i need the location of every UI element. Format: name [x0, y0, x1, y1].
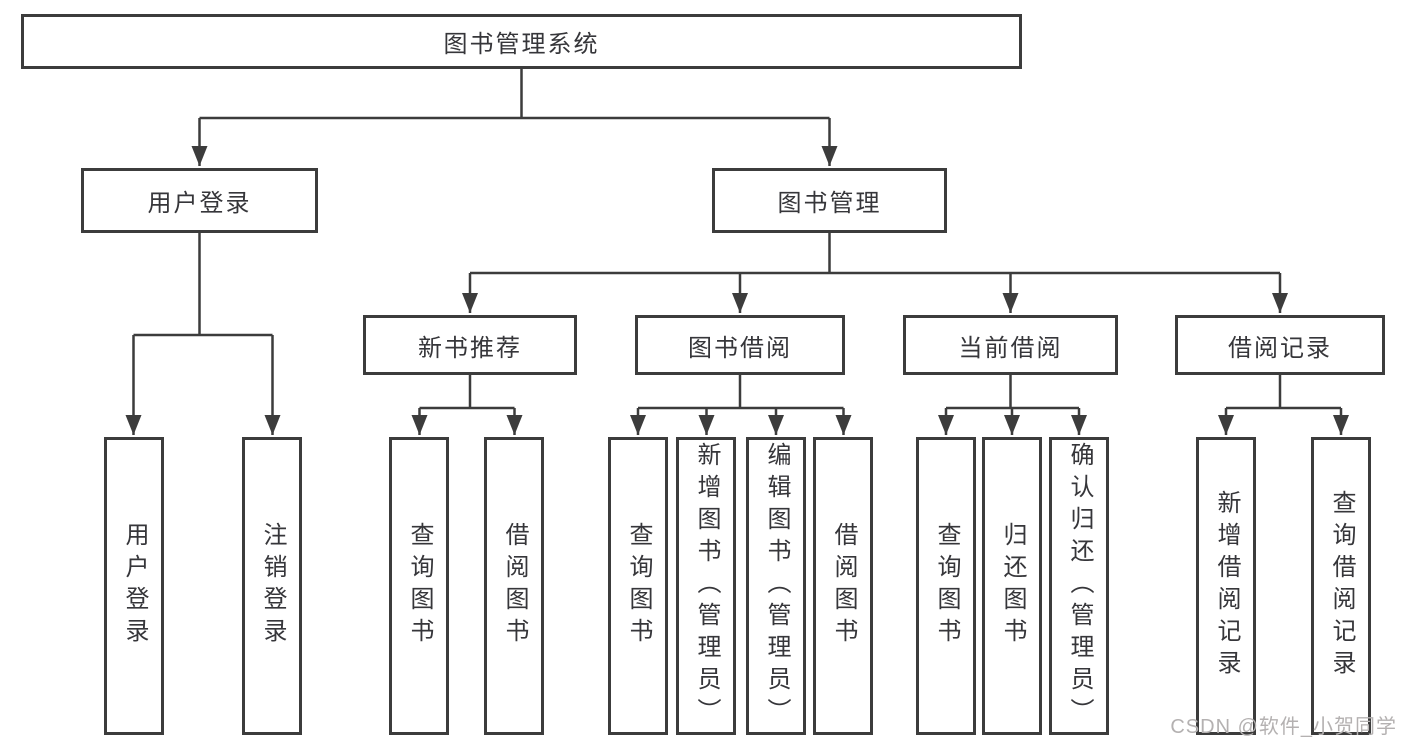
node-borrowing-records: 借阅记录 — [1175, 315, 1385, 375]
node-confirm-return-admin: 确认归还（管理员） — [1049, 437, 1109, 735]
node-library-management-system: 图书管理系统 — [21, 14, 1022, 69]
node-query-books-borrowing: 查询图书 — [608, 437, 668, 735]
node-query-books-recommend: 查询图书 — [389, 437, 449, 735]
node-query-books-current: 查询图书 — [916, 437, 976, 735]
node-book-management: 图书管理 — [712, 168, 947, 233]
node-book-borrowing: 图书借阅 — [635, 315, 845, 375]
node-add-borrow-record: 新增借阅记录 — [1196, 437, 1256, 735]
node-borrow-books-leaf: 借阅图书 — [813, 437, 873, 735]
node-return-books: 归还图书 — [982, 437, 1042, 735]
node-add-books-admin: 新增图书（管理员） — [676, 437, 736, 735]
node-current-borrowing: 当前借阅 — [903, 315, 1118, 375]
node-edit-books-admin: 编辑图书（管理员） — [746, 437, 806, 735]
csdn-watermark: CSDN @软件_小贺同学 — [1170, 716, 1397, 738]
node-query-borrow-record: 查询借阅记录 — [1311, 437, 1371, 735]
node-user-login: 用户登录 — [81, 168, 318, 233]
node-new-book-recommendation: 新书推荐 — [363, 315, 577, 375]
node-logout-login: 注销登录 — [242, 437, 302, 735]
node-user-login-leaf: 用户登录 — [104, 437, 164, 735]
node-borrow-books-recommend: 借阅图书 — [484, 437, 544, 735]
